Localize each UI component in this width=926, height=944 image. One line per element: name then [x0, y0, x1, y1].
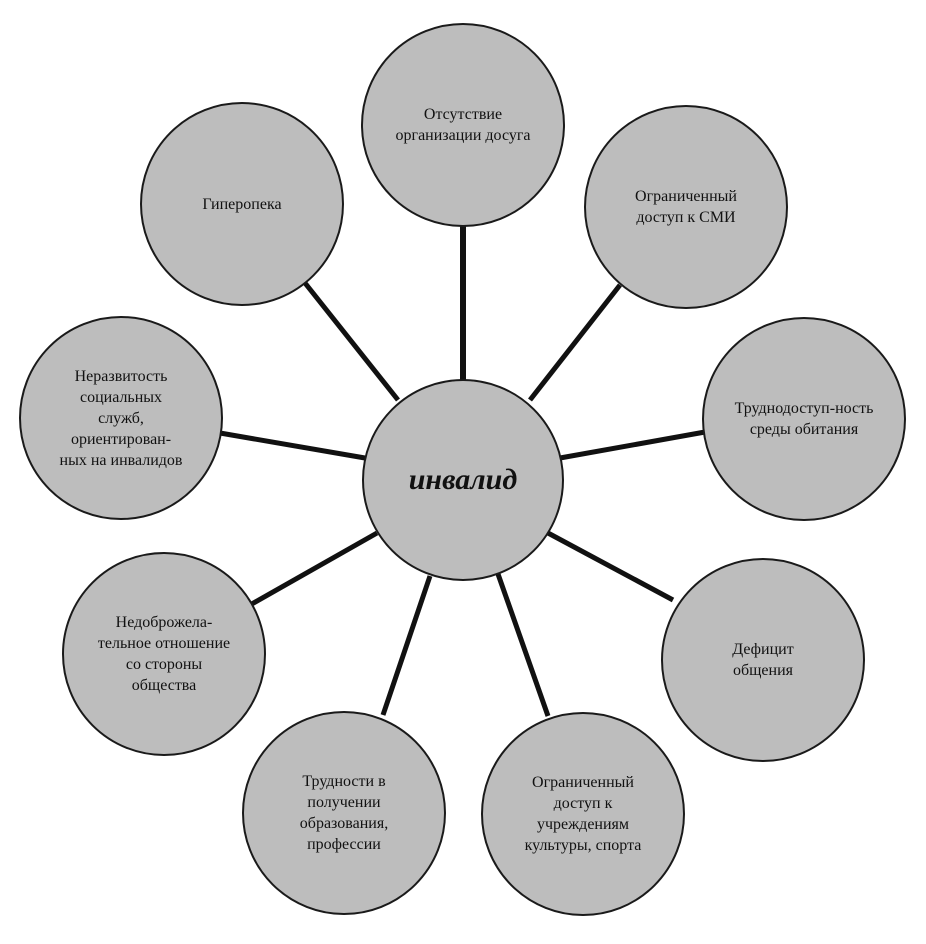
node-otnoshenie: Недоброжела-тельное отношение со стороны… — [62, 552, 266, 756]
node-label: Трудности в получении образования, профе… — [299, 773, 389, 853]
node-label: Недоброжела-тельное отношение со стороны… — [97, 614, 231, 694]
node-obshchenie: Дефицит общения — [661, 558, 865, 762]
center-node-label: инвалид — [408, 463, 518, 496]
connector-sluzhby — [219, 430, 366, 461]
node-sluzhby: Неразвитость социальных служб, ориентиро… — [19, 316, 223, 520]
node-giperopeka: Гиперопека — [140, 102, 344, 306]
node-kultura: Ограниченный доступ к учреждениям культу… — [481, 712, 685, 916]
node-label: Дефицит общения — [732, 641, 794, 679]
node-obrazovanie: Трудности в получении образования, профе… — [242, 711, 446, 915]
connector-giperopeka — [303, 281, 400, 402]
node-label: Отсутствие организации досуга — [395, 106, 531, 144]
connector-obrazovanie — [380, 575, 433, 716]
node-smi: Ограниченный доступ к СМИ — [584, 105, 788, 309]
connector-otnoshenie — [248, 530, 379, 608]
node-label: Ограниченный доступ к учреждениям культу… — [524, 774, 642, 854]
node-label: Труднодоступ-ность среды обитания — [734, 400, 874, 438]
node-sreda: Труднодоступ-ность среды обитания — [702, 317, 906, 521]
node-label: Гиперопека — [202, 195, 282, 213]
center-node: инвалид — [362, 379, 564, 581]
connector-sreda — [559, 429, 706, 461]
connector-kultura — [495, 573, 551, 717]
node-label: Ограниченный доступ к СМИ — [635, 188, 737, 226]
connector-obshchenie — [546, 530, 675, 603]
connector-smi — [528, 283, 622, 402]
node-label: Неразвитость социальных служб, ориентиро… — [59, 367, 183, 469]
node-otsutstvie: Отсутствие организации досуга — [361, 23, 565, 227]
